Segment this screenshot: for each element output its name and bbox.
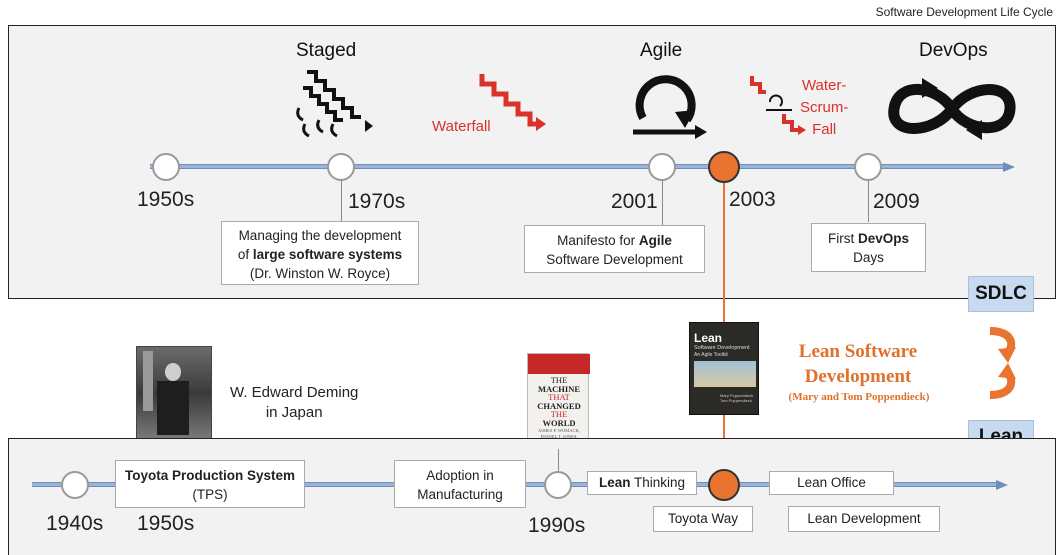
adoption-line2: Manufacturing (417, 487, 503, 502)
lsd-title-line1: Lean Software (798, 341, 918, 362)
machine-book-title: THE MACHINE THAT CHANGED THE WORLD (528, 376, 590, 427)
stage-staged-label: Staged (296, 40, 357, 61)
machine-book: THE MACHINE THAT CHANGED THE WORLD JAMES… (527, 353, 590, 449)
tps-line1: Toyota Production System (124, 468, 296, 483)
lean-book-title: Lean (694, 331, 723, 345)
year-1950s-lean: 1950s (137, 512, 195, 535)
agile-line2: Software Development (546, 252, 683, 267)
lean-book-image (694, 361, 756, 387)
node-1950s (152, 153, 180, 181)
corner-title: Software Development Life Cycle (875, 5, 1053, 19)
connector-2001 (662, 180, 663, 225)
agile-line1-bold: Agile (638, 233, 672, 248)
staged-stairs-icon (296, 70, 373, 138)
lean-development-box: Lean Development (788, 506, 940, 532)
scrum-label: Scrum- (800, 99, 849, 116)
book-w6: WORLD (542, 417, 576, 428)
year-1990s: 1990s (528, 514, 586, 537)
year-2009: 2009 (873, 190, 920, 213)
year-1950s: 1950s (137, 188, 195, 211)
agile-line1: Manifesto for Agile (525, 231, 704, 250)
year-2001: 2001 (611, 190, 658, 213)
lean-book-author1: Mary Poppendieck (720, 393, 754, 398)
book-w4: CHANGED (537, 400, 581, 411)
year-1940s: 1940s (46, 512, 104, 535)
lean-thinking-box: Lean Thinking (587, 471, 697, 495)
exchange-arrows-icon (989, 327, 1016, 399)
node-1970s (327, 153, 355, 181)
devops-line1-bold: DevOps (857, 231, 910, 246)
devops-days-box: First DevOps Days (811, 223, 926, 272)
royce-line1: Managing the development (238, 228, 402, 243)
node-2003 (708, 151, 740, 183)
adoption-box: Adoption in Manufacturing (394, 460, 526, 508)
lean-office-box: Lean Office (769, 471, 894, 495)
water-label: Water- (801, 77, 847, 94)
sdlc-timeline-arrow (1003, 162, 1015, 172)
agile-line1-pre: Manifesto for (557, 233, 639, 248)
water-scrum-fall-icon (750, 76, 806, 135)
node-2009 (854, 153, 882, 181)
tps-line2: (TPS) (192, 487, 228, 502)
stage-agile-label: Agile (640, 40, 683, 61)
sdlc-tag: SDLC (968, 276, 1034, 312)
waterfall-icon (479, 74, 546, 131)
deming-caption-line1: W. Edward Deming (230, 384, 359, 401)
year-1970s: 1970s (348, 190, 406, 213)
deming-caption-line2: in Japan (265, 404, 323, 421)
lean-book-authors: Mary Poppendieck Tom Poppendieck (720, 393, 753, 403)
deming-photo-head (165, 363, 181, 381)
lean-book-author2: Tom Poppendieck (720, 398, 752, 403)
lsd-title-line2: Development (804, 366, 912, 387)
lean-book: Lean Software Development An Agile Toolk… (689, 322, 759, 415)
year-2003: 2003 (729, 188, 776, 211)
sdlc-timeline (150, 164, 1005, 169)
agile-cycle-icon (633, 75, 707, 139)
book-w1: THE (550, 375, 568, 385)
lean-software-authors: (Mary and Tom Poppendieck) (788, 391, 930, 403)
devops-line1: First DevOps (812, 229, 925, 248)
devops-infinity-icon (888, 78, 1016, 140)
lean-software-title: Lean Software Development (768, 339, 948, 389)
node-1990s (544, 471, 572, 499)
book-a2: DANIEL T. JONES, (540, 434, 578, 439)
node-1940s (61, 471, 89, 499)
lean-book-sub2: An Agile Toolkit (694, 352, 728, 358)
tps-box: Toyota Production System (TPS) (115, 460, 305, 508)
agile-manifesto-box: Manifesto for Agile Software Development (524, 225, 705, 273)
book-w3: THAT (548, 392, 570, 402)
deming-caption: W. Edward Deming in Japan (230, 383, 358, 423)
book-a1: JAMES P. WOMACK, (538, 428, 580, 433)
royce-line3: (Dr. Winston W. Royce) (249, 266, 391, 281)
royce-box: Managing the development of large softwa… (221, 221, 419, 285)
devops-line2: Days (853, 250, 884, 265)
lean-timeline-arrow (996, 480, 1008, 490)
fall-label: Fall (812, 121, 837, 138)
deming-photo-body (157, 381, 189, 435)
stage-devops-label: DevOps (919, 40, 988, 61)
devops-line1-pre: First (827, 231, 858, 246)
deming-photo-board (143, 351, 153, 411)
lean-book-sub: Software Development (694, 345, 750, 351)
water-scrum-fall-label: Water- Scrum- Fall (800, 75, 848, 141)
connector-1990s (558, 449, 559, 471)
node-lean-software (708, 469, 740, 501)
lean-thinking-rest: Thinking (630, 475, 686, 490)
royce-line2-pre: of (237, 247, 253, 262)
book-w2: MACHINE (537, 383, 581, 394)
machine-book-band (528, 354, 590, 374)
toyota-way-box: Toyota Way (653, 506, 753, 532)
waterfall-label: Waterfall (432, 118, 491, 135)
royce-line2: of large software systems (222, 245, 418, 264)
deming-photo (136, 346, 212, 452)
connector-1970s (341, 180, 342, 222)
book-w5: THE (550, 409, 568, 419)
royce-line2-bold: large software systems (252, 247, 403, 262)
node-2001 (648, 153, 676, 181)
adoption-line1: Adoption in (426, 468, 494, 483)
lean-thinking-bold: Lean (598, 475, 631, 490)
connector-2009 (868, 180, 869, 222)
